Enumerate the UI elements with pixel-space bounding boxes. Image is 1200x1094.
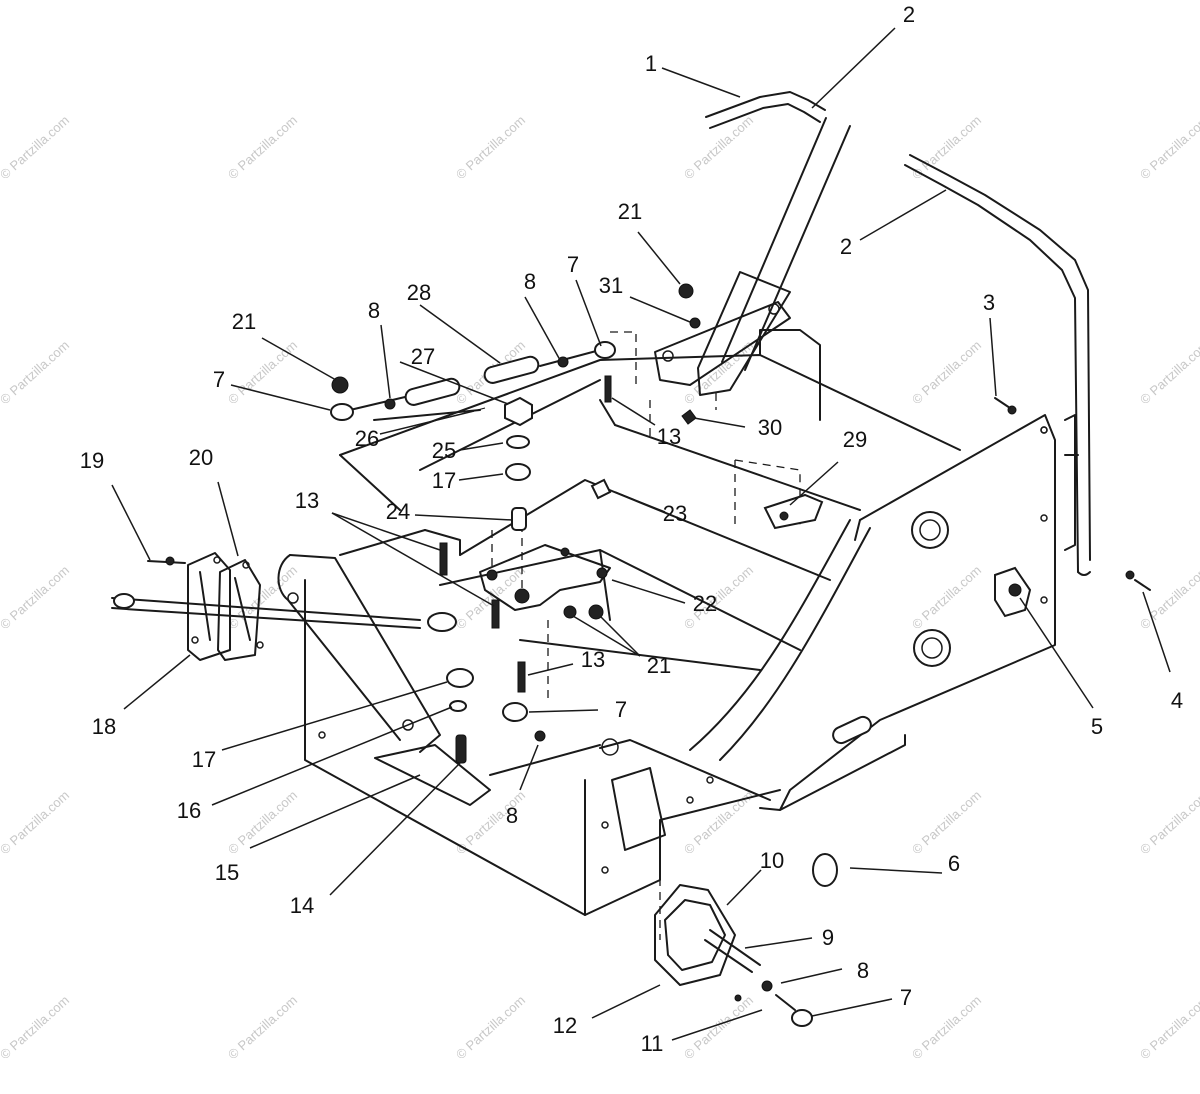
callout-2: 2 (903, 2, 915, 27)
front-lower-bracket (489, 738, 781, 940)
watermark-text: © Partzilla.com (1137, 337, 1200, 407)
hardware (165, 283, 1151, 887)
callout-17: 17 (192, 747, 216, 772)
callout-21: 21 (232, 309, 256, 334)
watermark-text: © Partzilla.com (909, 787, 984, 857)
callout-15: 15 (215, 860, 239, 885)
left-frame-box (277, 529, 586, 916)
callout-3: 3 (983, 290, 995, 315)
leader-lines (111, 27, 1171, 1041)
callout-17: 17 (432, 468, 456, 493)
left-tie-rod (111, 552, 457, 661)
callout-13: 13 (657, 424, 681, 449)
callout-8: 8 (857, 958, 869, 983)
callout-23: 23 (663, 501, 687, 526)
callout-26: 26 (355, 426, 379, 451)
right-side-plate (759, 414, 1079, 811)
watermark-text: © Partzilla.com (1137, 992, 1200, 1062)
callout-16: 16 (177, 798, 201, 823)
callout-29: 29 (843, 427, 867, 452)
assembly-drawing (111, 91, 1151, 1027)
watermark-text: © Partzilla.com (681, 112, 756, 182)
watermark-text: © Partzilla.com (453, 992, 528, 1062)
steering-bracket (610, 271, 791, 440)
tie-rod-assembly (349, 349, 601, 421)
callout-18: 18 (92, 714, 116, 739)
watermark-text: © Partzilla.com (0, 992, 72, 1062)
watermark-text: © Partzilla.com (909, 112, 984, 182)
callout-7: 7 (567, 252, 579, 277)
watermark-text: © Partzilla.com (0, 337, 72, 407)
watermark-text: © Partzilla.com (0, 787, 72, 857)
watermark-text: © Partzilla.com (225, 992, 300, 1062)
watermark-text: © Partzilla.com (1137, 787, 1200, 857)
watermark-text: © Partzilla.com (453, 112, 528, 182)
callout-1: 1 (645, 51, 657, 76)
callout-9: 9 (822, 925, 834, 950)
callout-7: 7 (900, 985, 912, 1010)
callout-13: 13 (581, 647, 605, 672)
watermark-text: © Partzilla.com (909, 337, 984, 407)
callout-7: 7 (213, 367, 225, 392)
callout-22: 22 (693, 591, 717, 616)
watermark-text: © Partzilla.com (681, 992, 756, 1062)
callout-21: 21 (647, 653, 671, 678)
watermark-text: © Partzilla.com (225, 562, 300, 632)
callout-11: 11 (641, 1031, 664, 1056)
callout-7: 7 (615, 697, 627, 722)
callout-21: 21 (618, 199, 642, 224)
callout-13: 13 (295, 488, 319, 513)
watermark-text: © Partzilla.com (225, 337, 300, 407)
callout-30: 30 (758, 415, 782, 440)
callout-8: 8 (524, 269, 536, 294)
callout-4: 4 (1171, 688, 1183, 713)
watermark-text: © Partzilla.com (909, 992, 984, 1062)
callout-14: 14 (290, 893, 314, 918)
callout-31: 31 (599, 273, 623, 298)
callout-8: 8 (506, 803, 518, 828)
callout-10: 10 (760, 848, 784, 873)
callout-6: 6 (948, 851, 960, 876)
callout-28: 28 (407, 280, 431, 305)
lower-pivot (654, 884, 813, 1027)
callout-19: 19 (80, 448, 104, 473)
callout-8: 8 (368, 298, 380, 323)
callout-12: 12 (553, 1013, 577, 1038)
callout-5: 5 (1091, 714, 1103, 739)
right-handle-tube (904, 154, 1091, 576)
watermark-text: © Partzilla.com (225, 787, 300, 857)
callout-27: 27 (411, 344, 435, 369)
watermark-text: © Partzilla.com (909, 562, 984, 632)
callout-25: 25 (432, 438, 456, 463)
watermark-text: © Partzilla.com (0, 562, 72, 632)
callout-24: 24 (386, 499, 410, 524)
callout-20: 20 (189, 445, 213, 470)
watermark-text: © Partzilla.com (0, 112, 72, 182)
watermark-text: © Partzilla.com (225, 112, 300, 182)
watermark-text: © Partzilla.com (1137, 112, 1200, 182)
callouts: 1 2 2 3 4 5 6 7 7 7 7 8 8 8 8 9 10 11 12… (80, 2, 1183, 1056)
callout-2: 2 (840, 234, 852, 259)
mounting-plate (479, 510, 611, 611)
watermark-text: © Partzilla.com (1137, 562, 1200, 632)
